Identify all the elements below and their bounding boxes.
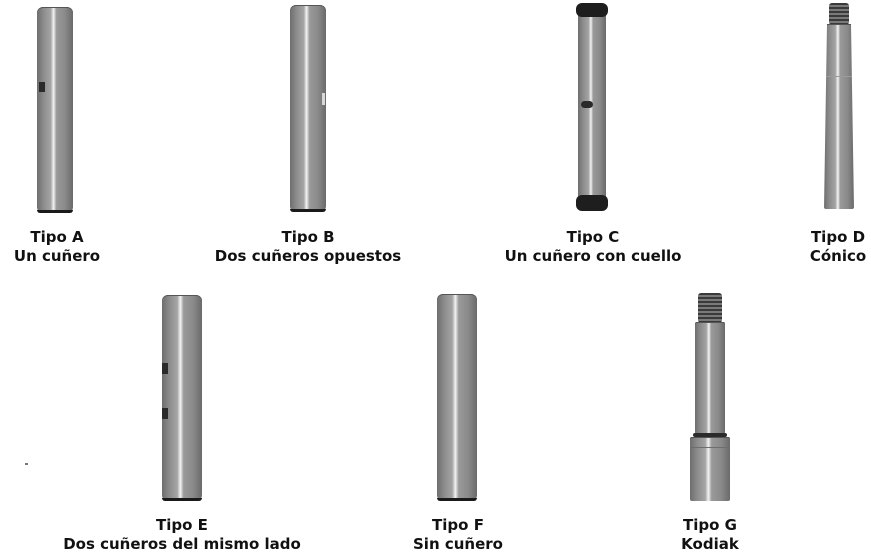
pin-type-a-label: Tipo A Un cuñero	[14, 228, 100, 266]
keyway-mark	[581, 101, 593, 108]
pin-type-d-subtitle: Cónico	[809, 247, 867, 265]
pin-type-d-label: Tipo D Cónico	[810, 228, 866, 266]
pin-type-b-title: Tipo B	[281, 228, 335, 246]
pin-type-e-speck	[25, 463, 28, 465]
pin-type-f-label: Tipo F Sin cuñero	[413, 516, 503, 554]
keyway-mark-lower	[162, 408, 168, 419]
pin-type-g-groove	[693, 433, 727, 437]
pin-type-f-subtitle: Sin cuñero	[413, 535, 503, 553]
pin-type-g-subtitle: Kodiak	[681, 535, 739, 553]
pin-type-d-title: Tipo D	[810, 228, 866, 246]
pin-type-c-subtitle: Un cuñero con cuello	[504, 247, 682, 265]
keyway-mark	[322, 93, 325, 105]
pin-type-g-thread	[698, 293, 722, 323]
pin-type-e-title: Tipo E	[156, 516, 208, 534]
pin-type-c-top-collar	[576, 3, 608, 17]
pin-type-a-title: Tipo A	[30, 228, 84, 246]
keyway-mark	[39, 82, 45, 92]
pin-type-c-label: Tipo C Un cuñero con cuello	[505, 228, 682, 266]
pin-type-g-label: Tipo G Kodiak	[681, 516, 739, 554]
pin-type-c-bottom-collar	[576, 195, 608, 211]
pin-type-d-seam	[824, 76, 854, 77]
pin-type-e-label: Tipo E Dos cuñeros del mismo lado	[63, 516, 301, 554]
pin-type-d-thread	[829, 3, 849, 25]
pin-type-b-subtitle: Dos cuñeros opuestos	[214, 247, 402, 265]
keyway-mark-upper	[162, 363, 168, 374]
pin-type-c-title: Tipo C	[566, 228, 620, 246]
pin-type-b-image	[290, 5, 326, 212]
pin-type-b-label: Tipo B Dos cuñeros opuestos	[215, 228, 401, 266]
pin-type-g-base	[690, 437, 730, 501]
pin-type-c-image	[578, 8, 606, 208]
pin-type-g-seam	[690, 447, 730, 448]
pin-type-f-title: Tipo F	[432, 516, 484, 534]
pin-type-d-image	[824, 24, 854, 209]
pin-type-g-shaft	[695, 322, 725, 434]
pin-type-f-image	[437, 294, 477, 501]
pin-type-a-subtitle: Un cuñero	[13, 247, 101, 265]
pin-type-e-image	[162, 295, 202, 501]
pin-type-g-title: Tipo G	[683, 516, 737, 534]
pin-type-a-image	[37, 7, 73, 213]
pin-type-e-subtitle: Dos cuñeros del mismo lado	[63, 535, 301, 553]
